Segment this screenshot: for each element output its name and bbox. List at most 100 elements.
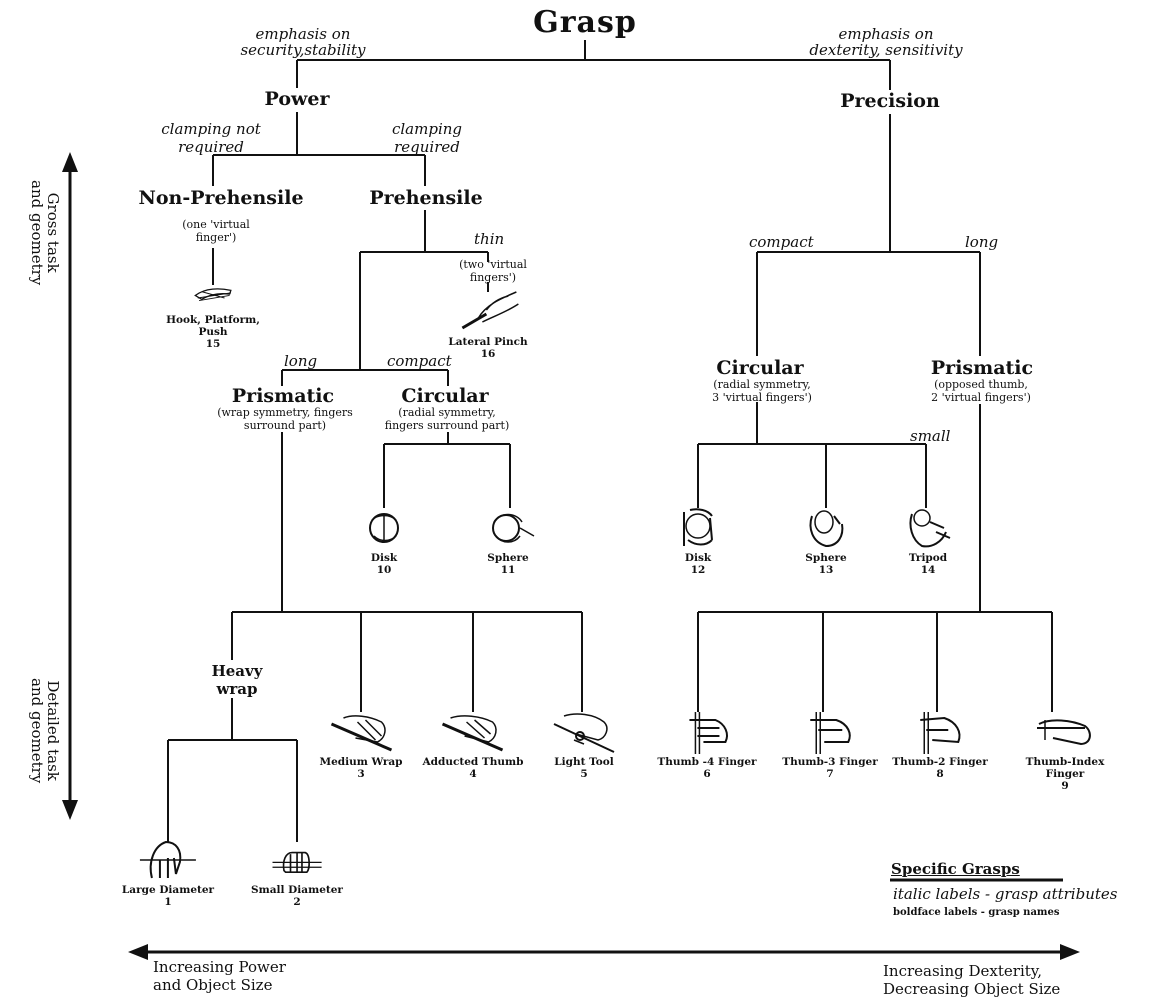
- node-heavy-wrap-line2: wrap: [216, 680, 258, 698]
- attr-long-power: long: [284, 352, 318, 370]
- axis-label-gross-line1: Gross task: [44, 192, 62, 273]
- grasp-tripod: Tripod 14: [896, 506, 960, 576]
- node-precision-circular: Circular: [716, 357, 804, 379]
- attr-clamping-required-line1: clamping: [391, 120, 463, 138]
- grasp-thumb-index-finger: Thumb-Index Finger 9: [1012, 710, 1118, 792]
- grasp-large-diameter-label: Large Diameter: [121, 884, 215, 896]
- note-two-virtual-fingers-line1: (two 'virtual: [459, 258, 527, 271]
- grasp-tripod-number: 14: [920, 564, 936, 576]
- note-two-virtual-fingers: (two 'virtual fingers'): [459, 258, 527, 284]
- note-radial-symmetry-precision-line2: 3 'virtual fingers'): [712, 391, 812, 404]
- grasp-lateral-pinch-number: 16: [480, 348, 496, 360]
- grasp-small-diameter-label: Small Diameter: [251, 884, 343, 896]
- grasp-power-disk-label: Disk: [370, 552, 398, 564]
- grasp-large-diameter-number: 1: [164, 896, 172, 908]
- grasp-medium-wrap-label: Medium Wrap: [319, 756, 403, 768]
- note-radial-symmetry-precision-line1: (radial symmetry,: [713, 378, 811, 391]
- small-diameter-icon: [272, 851, 322, 873]
- grasp-tripod-label: Tripod: [908, 552, 948, 564]
- grasp-thumb-index-finger-number: 9: [1061, 780, 1069, 792]
- grasp-thumb-3-finger: Thumb-3 Finger 7: [782, 710, 878, 780]
- attr-compact-precision: compact: [749, 233, 814, 251]
- grasp-small-diameter: Small Diameter 2: [251, 846, 343, 908]
- attr-dexterity: emphasis on dexterity, sensitivity: [809, 26, 962, 58]
- node-prehensile: Prehensile: [369, 187, 483, 209]
- note-two-virtual-fingers-line2: fingers'): [469, 271, 517, 284]
- axis-label-power-line2: and Object Size: [153, 976, 273, 994]
- grasp-precision-sphere: Sphere 13: [794, 506, 858, 576]
- medium-wrap-icon: [330, 715, 392, 752]
- grasp-lateral-pinch-label: Lateral Pinch: [448, 336, 528, 348]
- grasp-light-tool-number: 5: [580, 768, 588, 780]
- thumb-2-finger-icon: [919, 712, 961, 754]
- axis-label-power: Increasing Power and Object Size: [153, 958, 286, 994]
- horizontal-axis-arrow: [128, 944, 1080, 960]
- axis-label-dexterity: Increasing Dexterity, Decreasing Object …: [883, 962, 1060, 998]
- note-radial-symmetry-power-line1: (radial symmetry,: [398, 406, 496, 419]
- node-precision: Precision: [840, 90, 940, 112]
- node-heavy-wrap: Heavy wrap: [212, 662, 263, 698]
- grasp-small-diameter-number: 2: [293, 896, 301, 908]
- grasp-light-tool: Light Tool 5: [552, 710, 616, 780]
- legend-italic: italic labels - grasp attributes: [893, 885, 1118, 903]
- attr-small: small: [910, 427, 951, 445]
- grasp-power-disk-number: 10: [376, 564, 392, 576]
- grasp-power-sphere: Sphere 11: [476, 506, 540, 576]
- attr-dexterity-line2: dexterity, sensitivity: [809, 41, 963, 59]
- note-wrap-symmetry-line1: (wrap symmetry, fingers: [217, 406, 353, 419]
- grasp-adducted-thumb-number: 4: [469, 768, 477, 780]
- precision-sphere-icon: [809, 510, 844, 548]
- grasp-precision-sphere-number: 13: [818, 564, 834, 576]
- grasp-thumb-2-finger-label: Thumb-2 Finger: [892, 756, 988, 768]
- note-one-virtual-finger-line1: (one 'virtual: [182, 218, 250, 231]
- grasp-thumb-3-finger-label: Thumb-3 Finger: [782, 756, 878, 768]
- note-opposed-thumb: (opposed thumb, 2 'virtual fingers'): [931, 378, 1031, 404]
- node-power-prismatic: Prismatic: [231, 385, 335, 407]
- grasp-hook-platform-push-label2: Push: [198, 326, 228, 338]
- note-radial-symmetry-power-line2: fingers surround part): [384, 419, 510, 432]
- grasp-precision-disk-number: 12: [690, 564, 706, 576]
- grasp-adducted-thumb-label: Adducted Thumb: [422, 756, 524, 768]
- node-precision-prismatic: Prismatic: [930, 357, 1034, 379]
- grasp-thumb-4-finger-label: Thumb -4 Finger: [657, 756, 757, 768]
- attr-clamping-not-required-line2: required: [178, 138, 244, 156]
- note-wrap-symmetry: (wrap symmetry, fingers surround part): [217, 406, 353, 432]
- grasp-lateral-pinch: Lateral Pinch 16: [448, 290, 528, 360]
- attr-security-line2: security,stability: [240, 41, 366, 59]
- vertical-axis-arrow: [62, 152, 78, 820]
- thumb-3-finger-icon: [809, 712, 851, 754]
- grasp-power-disk: Disk 10: [352, 506, 416, 576]
- note-wrap-symmetry-line2: surround part): [243, 419, 327, 432]
- axis-label-detailed-line2: and geometry: [28, 678, 47, 784]
- note-opposed-thumb-line1: (opposed thumb,: [934, 378, 1028, 391]
- axis-label-detailed-line1: Detailed task: [44, 680, 62, 781]
- note-one-virtual-finger: (one 'virtual finger'): [182, 218, 250, 244]
- grasp-adducted-thumb: Adducted Thumb 4: [422, 710, 524, 780]
- grasp-thumb-index-finger-label: Thumb-Index Finger: [1025, 756, 1105, 780]
- legend-title: Specific Grasps: [891, 860, 1020, 878]
- power-disk-icon: [369, 513, 399, 543]
- precision-disk-icon: [683, 508, 713, 546]
- grasp-power-sphere-label: Sphere: [487, 552, 529, 564]
- grasp-thumb-4-finger: Thumb -4 Finger 6: [657, 710, 757, 780]
- attr-clamping-not-required: clamping not required: [161, 120, 261, 156]
- attr-dexterity-line1: emphasis on: [838, 25, 934, 43]
- axis-label-dexterity-line2: Decreasing Object Size: [883, 980, 1061, 998]
- note-radial-symmetry-power: (radial symmetry, fingers surround part): [385, 406, 510, 432]
- attr-clamping-required-line2: required: [394, 138, 460, 156]
- attr-security: emphasis on security,stability: [240, 26, 365, 58]
- grasp-hook-platform-push-number: 15: [205, 338, 221, 350]
- attr-compact-power: compact: [387, 352, 452, 370]
- node-non-prehensile: Non-Prehensile: [138, 187, 304, 209]
- grasp-thumb-2-finger-number: 8: [936, 768, 944, 780]
- large-diameter-icon: [140, 840, 196, 879]
- node-power-circular: Circular: [401, 385, 489, 407]
- grasp-precision-disk: Disk 12: [666, 506, 730, 576]
- grasp-large-diameter: Large Diameter 1: [122, 838, 214, 908]
- note-radial-symmetry-precision: (radial symmetry, 3 'virtual fingers'): [712, 378, 812, 404]
- grasp-power-sphere-number: 11: [500, 564, 516, 576]
- adducted-thumb-icon: [442, 715, 504, 752]
- lateral-pinch-icon: [461, 291, 519, 330]
- light-tool-icon: [553, 713, 615, 753]
